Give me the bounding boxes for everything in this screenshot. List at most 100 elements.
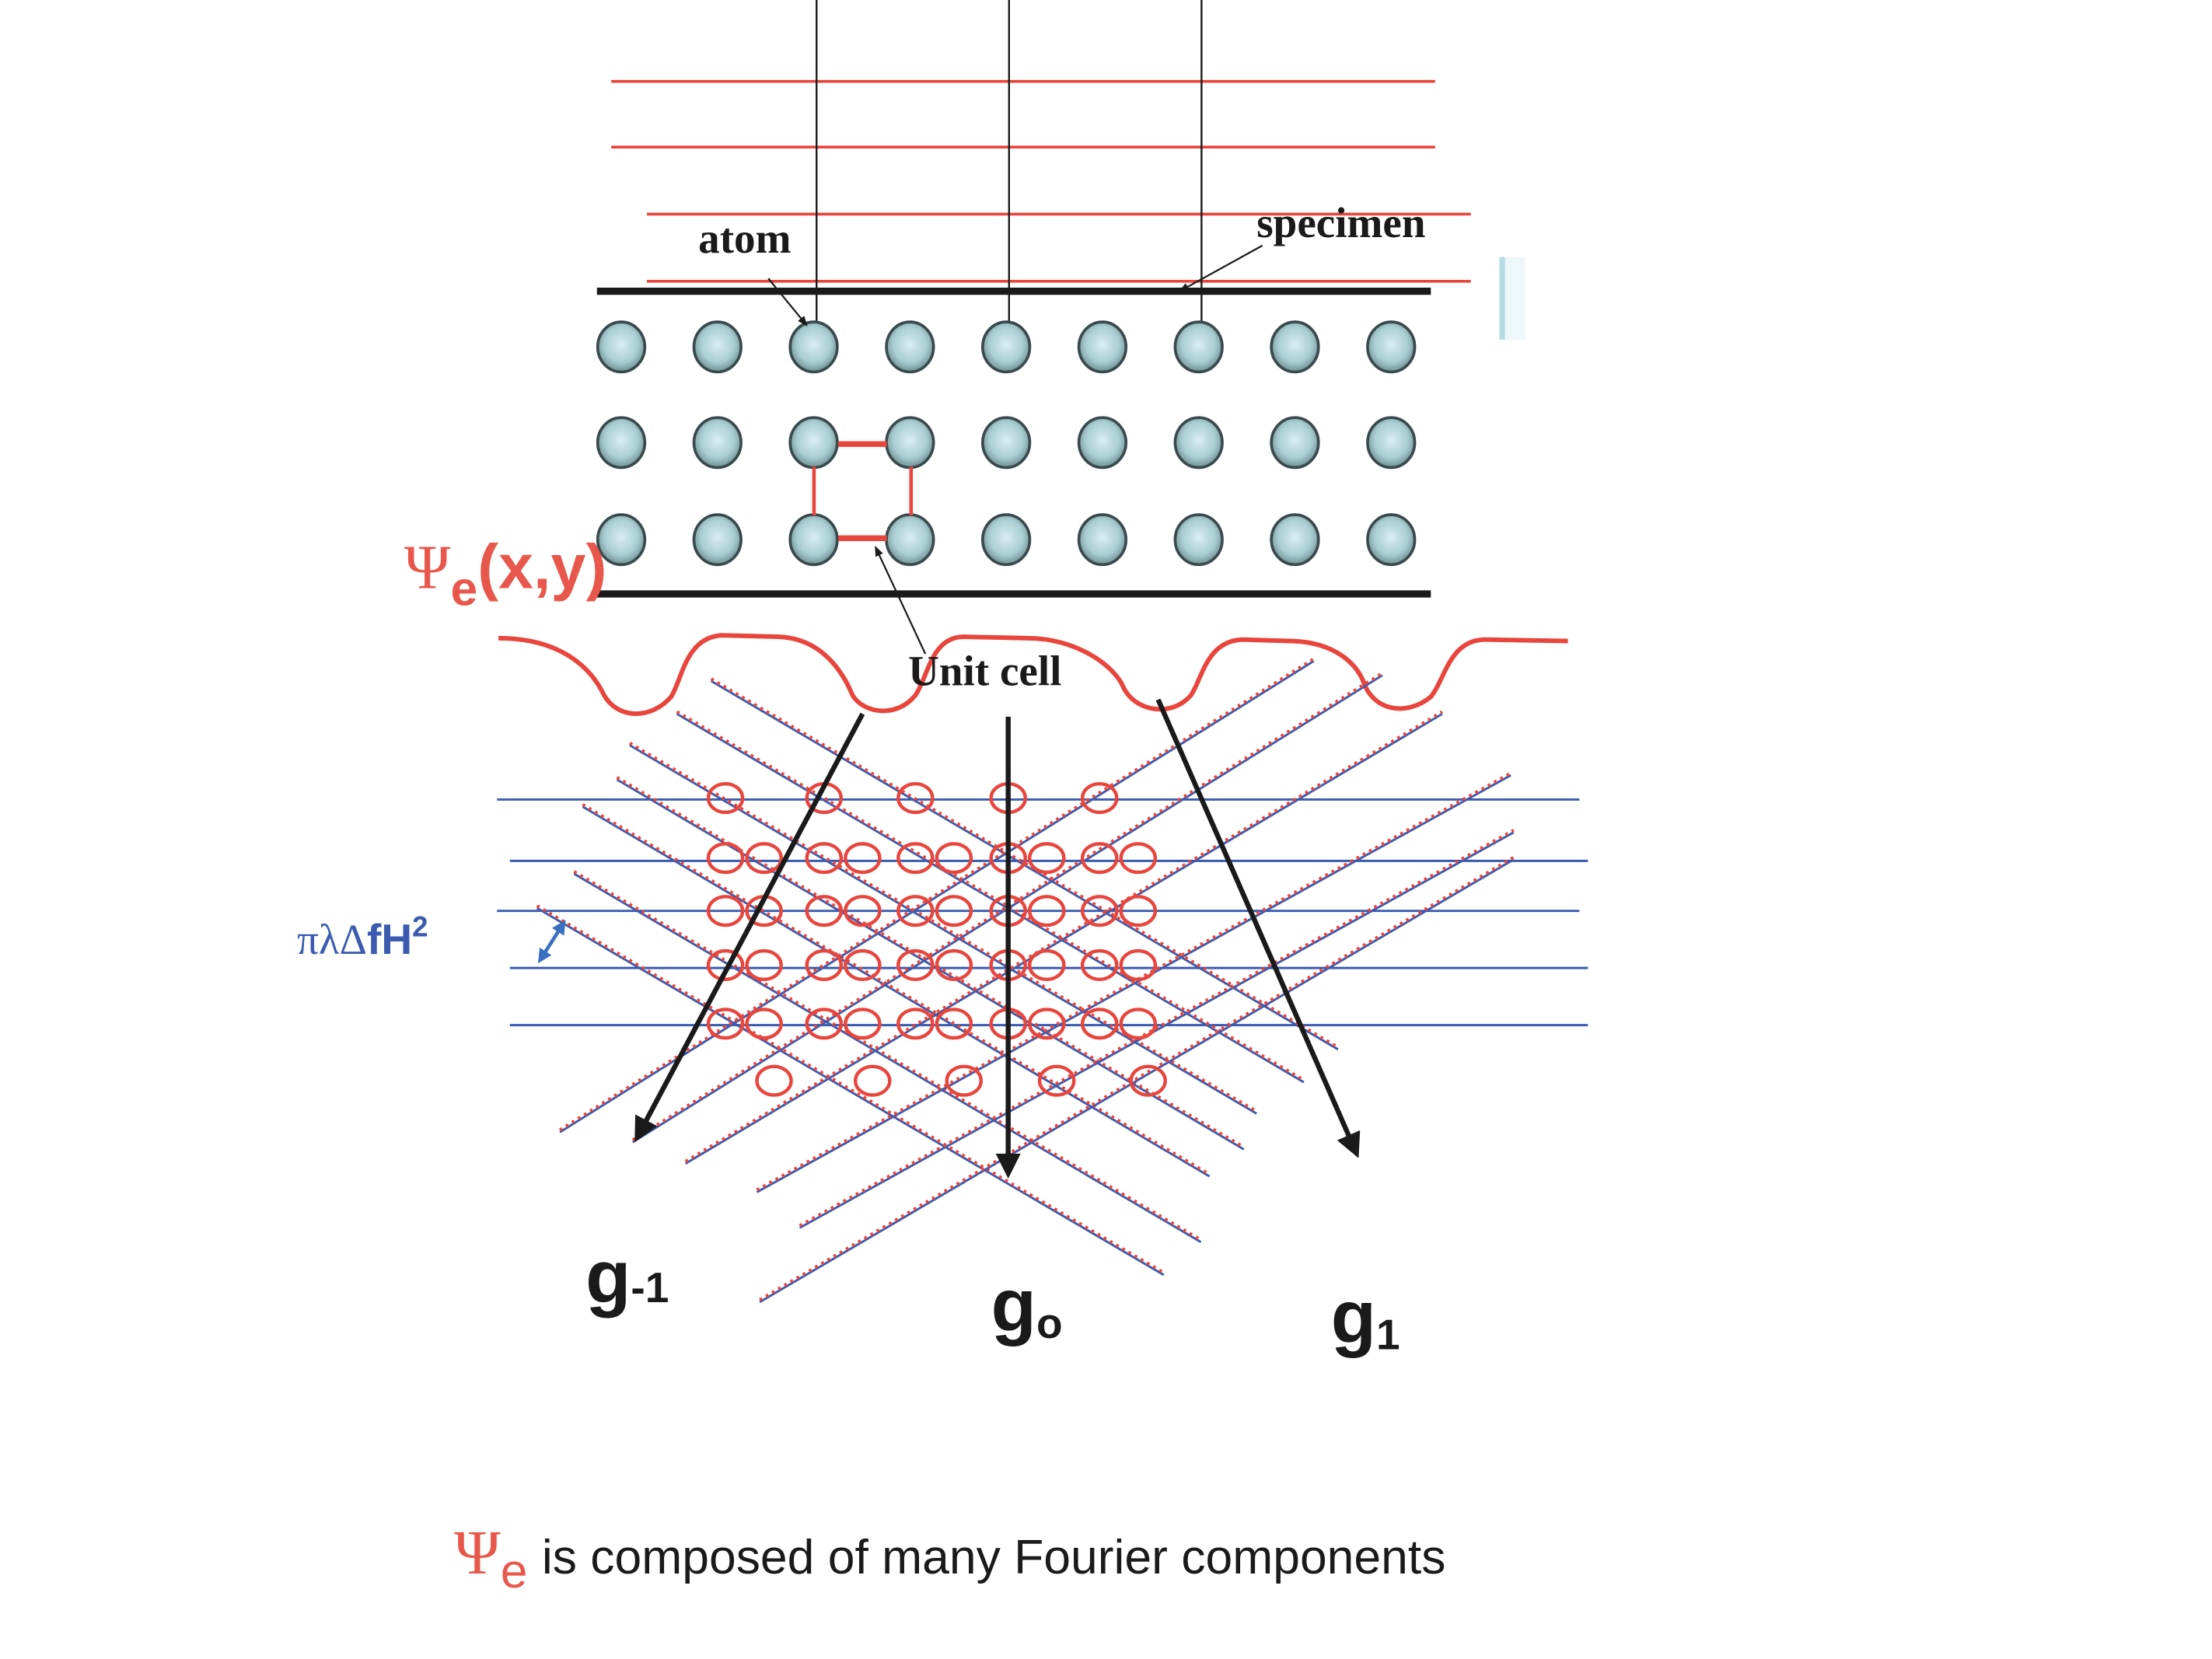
- atom: [692, 320, 743, 374]
- atom-lattice: [596, 320, 1417, 567]
- caption-subscript: e: [501, 1544, 528, 1598]
- psi-subscript: e: [450, 562, 477, 616]
- interference-circle: [1080, 842, 1119, 875]
- diffracted-wavefront-up: [684, 712, 1443, 1165]
- caption: Ψe is composed of many Fourier components: [454, 1518, 1445, 1598]
- interference-circle: [1080, 948, 1119, 982]
- interference-circle: [1119, 1008, 1158, 1040]
- interference-circle: [745, 842, 783, 875]
- g-minus-1-sub: -1: [631, 1263, 669, 1311]
- diffracted-wavefront-down: [573, 872, 1202, 1244]
- defocus-double-arrow: [537, 920, 566, 964]
- atom: [1366, 416, 1417, 470]
- diffracted-wavefront-up: [798, 831, 1515, 1229]
- interference-circle: [844, 842, 882, 875]
- interference-circle: [1080, 895, 1119, 927]
- specimen-label: specimen: [1256, 199, 1425, 246]
- atom: [1077, 416, 1128, 470]
- interference-circle: [844, 1008, 882, 1040]
- diffracted-wavefront-up-dots: [756, 771, 1512, 1192]
- interference-circle: [935, 842, 973, 875]
- caption-psi: Ψ: [454, 1518, 501, 1587]
- atom: [1173, 320, 1224, 374]
- atom: [1270, 513, 1320, 567]
- interference-circle: [1119, 842, 1158, 875]
- interference-circle: [935, 1008, 973, 1040]
- unit-cell-outline: [812, 441, 914, 542]
- diffracted-wavefront-up-dots: [759, 856, 1515, 1301]
- atom: [1270, 320, 1320, 374]
- g1-sub: 1: [1376, 1310, 1400, 1358]
- interference-circle: [706, 842, 745, 875]
- exit-wave-label: Ψe(x,y): [404, 533, 607, 616]
- diffracted-wavefront-up-dots: [631, 672, 1383, 1142]
- interference-circle: [1037, 1064, 1076, 1097]
- atom: [980, 513, 1032, 567]
- interference-circle: [844, 948, 882, 982]
- g0-label: go: [991, 1265, 1063, 1347]
- interference-circle: [853, 1064, 892, 1097]
- atom: [980, 320, 1032, 374]
- defocus-greek-symbols: πλΔ: [297, 916, 367, 963]
- atom: [1270, 416, 1320, 470]
- interference-circle: [945, 1064, 984, 1097]
- light-blue-bar-shadow: [1504, 257, 1525, 341]
- diffracted-wavefront-up: [756, 774, 1511, 1193]
- interference-circle: [1028, 1008, 1066, 1040]
- light-blue-bar: [1499, 257, 1505, 341]
- exit-wave-curve: [498, 633, 1568, 716]
- g0-base: g: [991, 1265, 1036, 1347]
- atom: [596, 416, 647, 470]
- interference-circle: [706, 895, 745, 927]
- diffracted-wavefronts-g1: [536, 677, 1339, 1277]
- interference-circle: [896, 948, 935, 982]
- interference-circle: [1119, 948, 1158, 982]
- incident-beams: [812, 0, 1207, 353]
- interference-circle: [805, 948, 844, 982]
- caption-text: is composed of many Fourier components: [542, 1530, 1446, 1584]
- interference-circle: [1028, 895, 1066, 927]
- diffracted-wavefront-up: [559, 660, 1315, 1133]
- interference-circle: [805, 1008, 844, 1040]
- diffracted-wavefronts-g-1: [558, 657, 1515, 1304]
- interference-circle: [1080, 1008, 1119, 1040]
- interference-circle: [896, 782, 935, 815]
- diffracted-wavefront-up-dots: [558, 657, 1315, 1132]
- g1-base: g: [1331, 1276, 1376, 1358]
- interference-circle: [896, 895, 935, 927]
- unit-cell-label: Unit cell: [908, 648, 1061, 695]
- atom: [788, 416, 839, 470]
- atom: [788, 513, 839, 567]
- interference-circle: [935, 895, 973, 927]
- interference-circle: [935, 948, 973, 982]
- atom: [885, 320, 935, 374]
- diffracted-wavefront-up: [759, 858, 1515, 1304]
- defocus-superscript: 2: [412, 911, 428, 943]
- interference-circle: [1119, 895, 1158, 927]
- atom: [1366, 320, 1417, 374]
- interference-circle: [706, 948, 745, 982]
- atom: [692, 416, 743, 470]
- interference-circle: [1080, 782, 1119, 815]
- interference-circle: [745, 1008, 783, 1040]
- atom: [1173, 416, 1224, 470]
- atom: [596, 320, 647, 374]
- interference-circle: [706, 782, 745, 815]
- g-minus-1-label: g-1: [585, 1236, 669, 1318]
- atom: [1077, 320, 1128, 374]
- atom: [885, 416, 935, 470]
- atom: [1173, 513, 1224, 567]
- diffracted-wavefront-down: [629, 744, 1257, 1115]
- interference-circle: [1028, 948, 1066, 982]
- interference-circle: [1129, 1064, 1167, 1097]
- diffracted-wavefront-down: [616, 778, 1245, 1151]
- atom: [788, 320, 839, 374]
- interference-circle: [896, 1008, 935, 1040]
- atom: [1366, 513, 1417, 567]
- interference-circle: [706, 1008, 745, 1040]
- atom: [692, 513, 743, 567]
- defocus-fh: fH: [367, 915, 412, 963]
- diffracted-wavefront-down: [582, 805, 1211, 1178]
- interference-circle: [1028, 842, 1066, 875]
